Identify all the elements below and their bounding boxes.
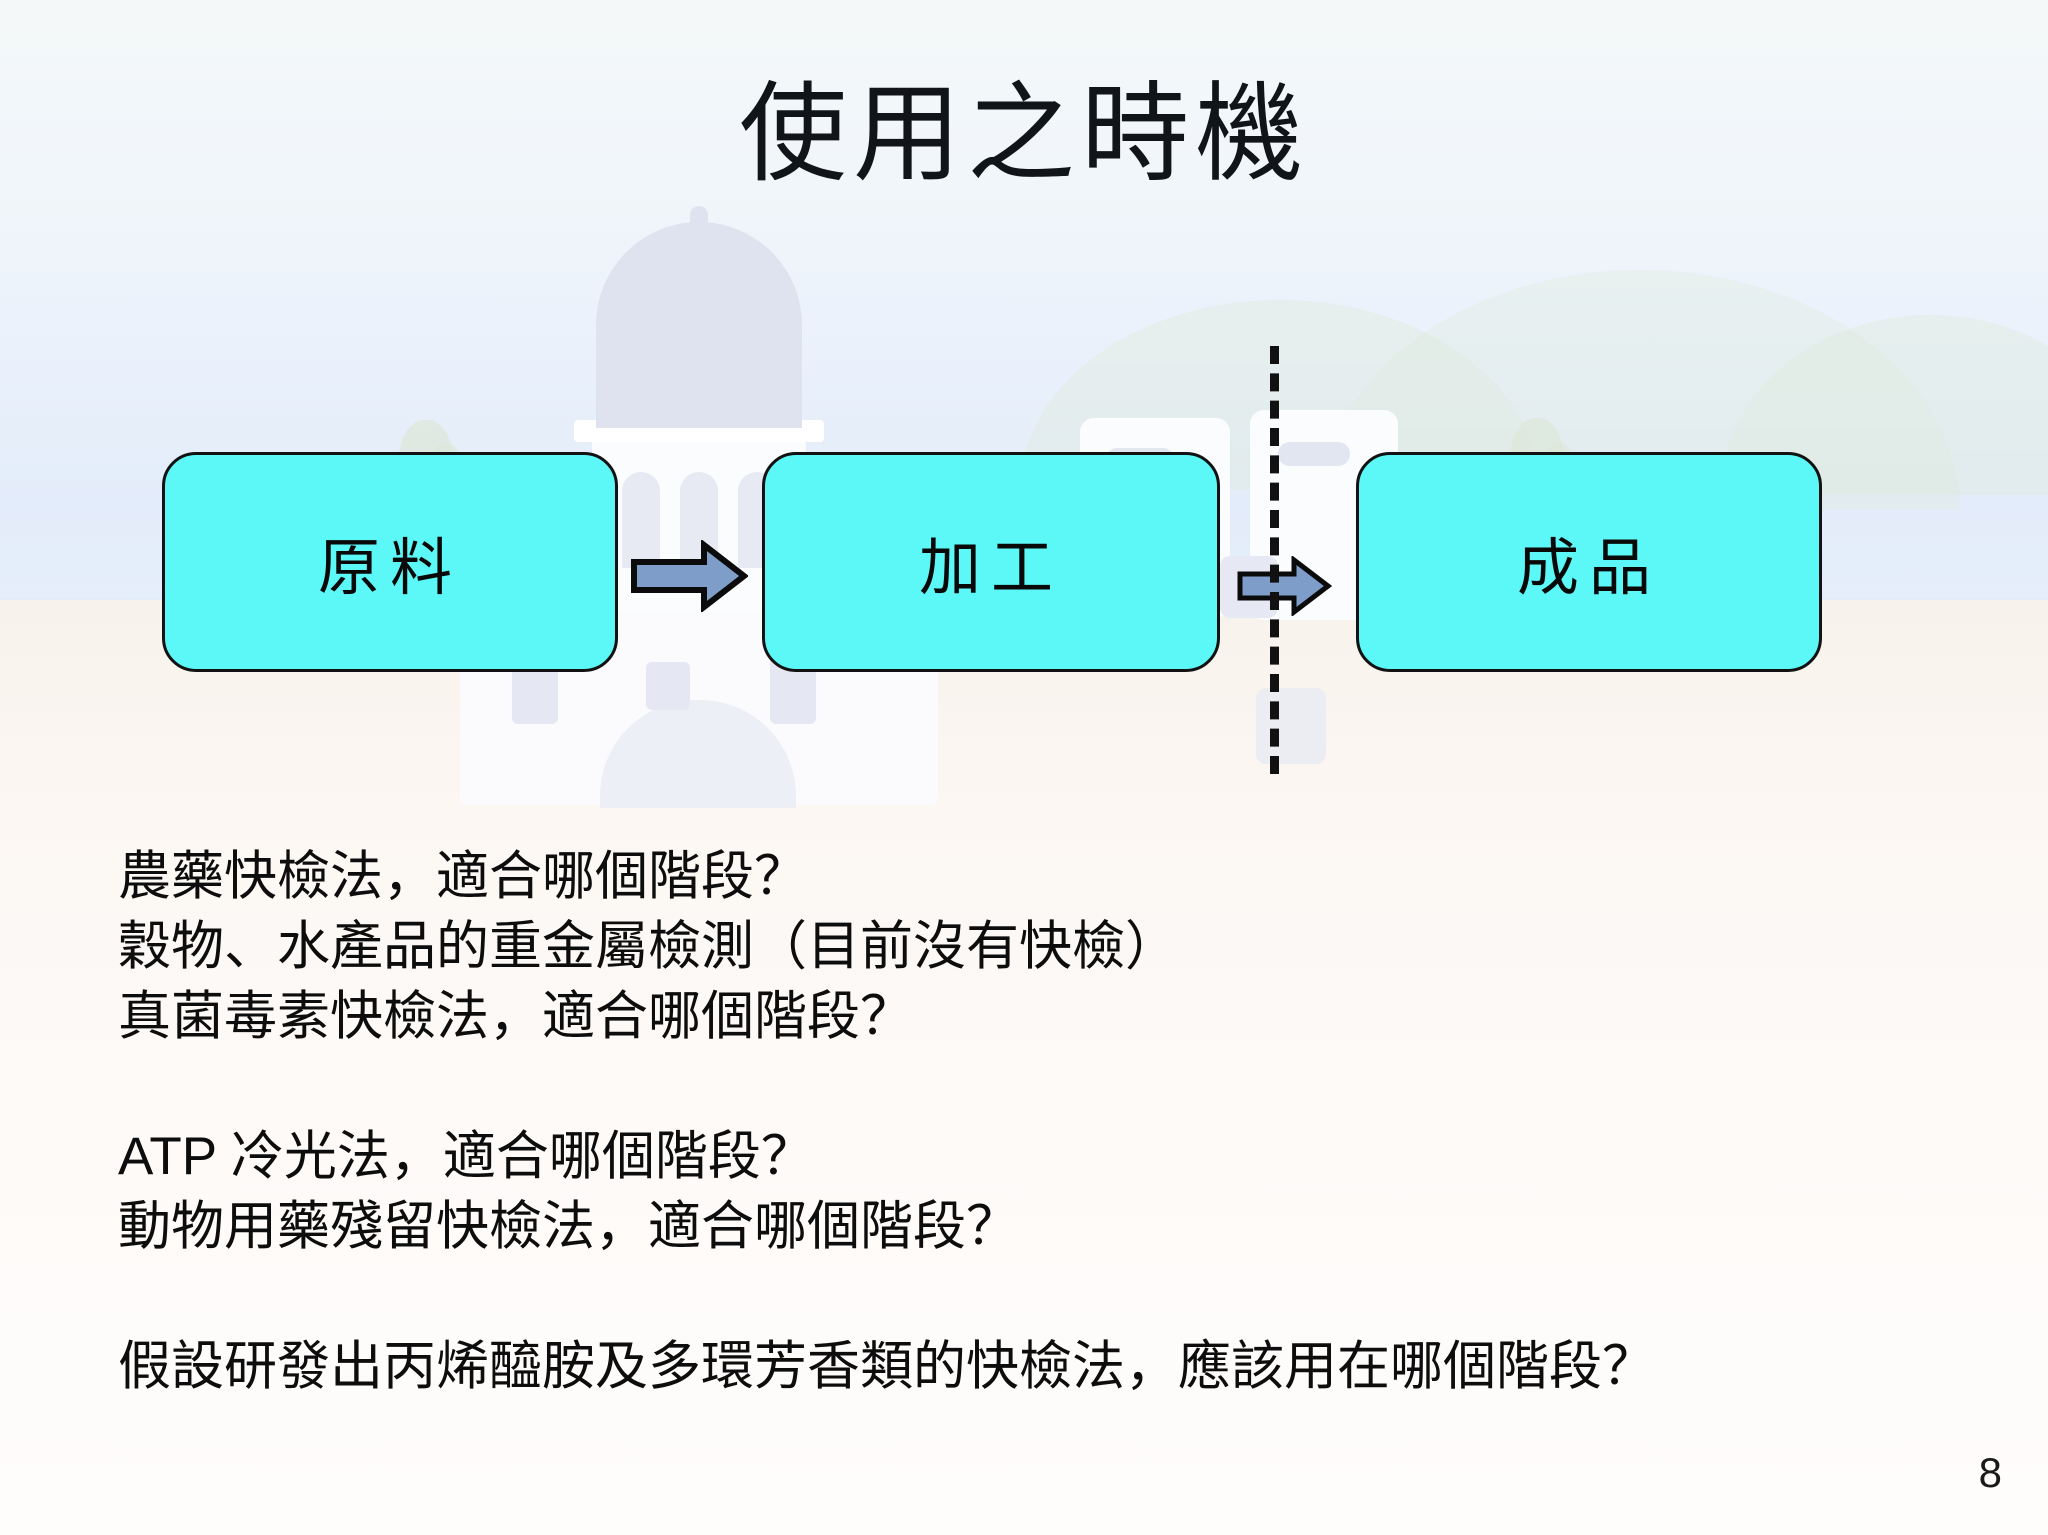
body-line: 動物用藥殘留快檢法，適合哪個階段？ — [118, 1197, 1019, 1256]
body-line: 農藥快檢法，適合哪個階段？ — [118, 847, 807, 906]
page-title: 使用之時機 — [738, 73, 1309, 194]
background-dome-finial — [690, 206, 708, 232]
body-line: 穀物、水產品的重金屬檢測（目前沒有快檢） — [118, 917, 1178, 976]
background-ground — [0, 600, 2048, 1535]
body-text-block: 農藥快檢法，適合哪個階段？ 穀物、水產品的重金屬檢測（目前沒有快檢） 真菌毒素快… — [118, 842, 1998, 1402]
background-window — [1278, 442, 1350, 466]
body-spacer — [118, 1262, 1998, 1332]
arrow-right-icon — [630, 538, 749, 614]
flow-stage-finished-product[interactable]: 成品 — [1356, 452, 1822, 672]
background-window — [1256, 688, 1326, 764]
background-window — [646, 662, 690, 710]
dashed-divider — [1270, 346, 1279, 774]
flow-stage-label: 原料 — [317, 534, 462, 603]
body-line: 假設研發出丙烯醯胺及多環芳香類的快檢法，應該用在哪個階段？ — [118, 1337, 1655, 1396]
page-number: 8 — [1978, 1449, 2002, 1496]
background-arch — [622, 472, 660, 568]
body-line: 真菌毒素快檢法，適合哪個階段？ — [118, 987, 913, 1046]
flow-stage-label: 加工 — [918, 534, 1063, 603]
body-line: ATP 冷光法，適合哪個階段？ — [118, 1127, 814, 1186]
flow-stage-raw-material[interactable]: 原料 — [162, 452, 618, 672]
body-spacer — [118, 1052, 1998, 1122]
background-dome — [596, 222, 802, 428]
flow-stage-label: 成品 — [1516, 534, 1661, 603]
arrow-right-icon — [1236, 554, 1333, 618]
flow-stage-processing[interactable]: 加工 — [762, 452, 1220, 672]
